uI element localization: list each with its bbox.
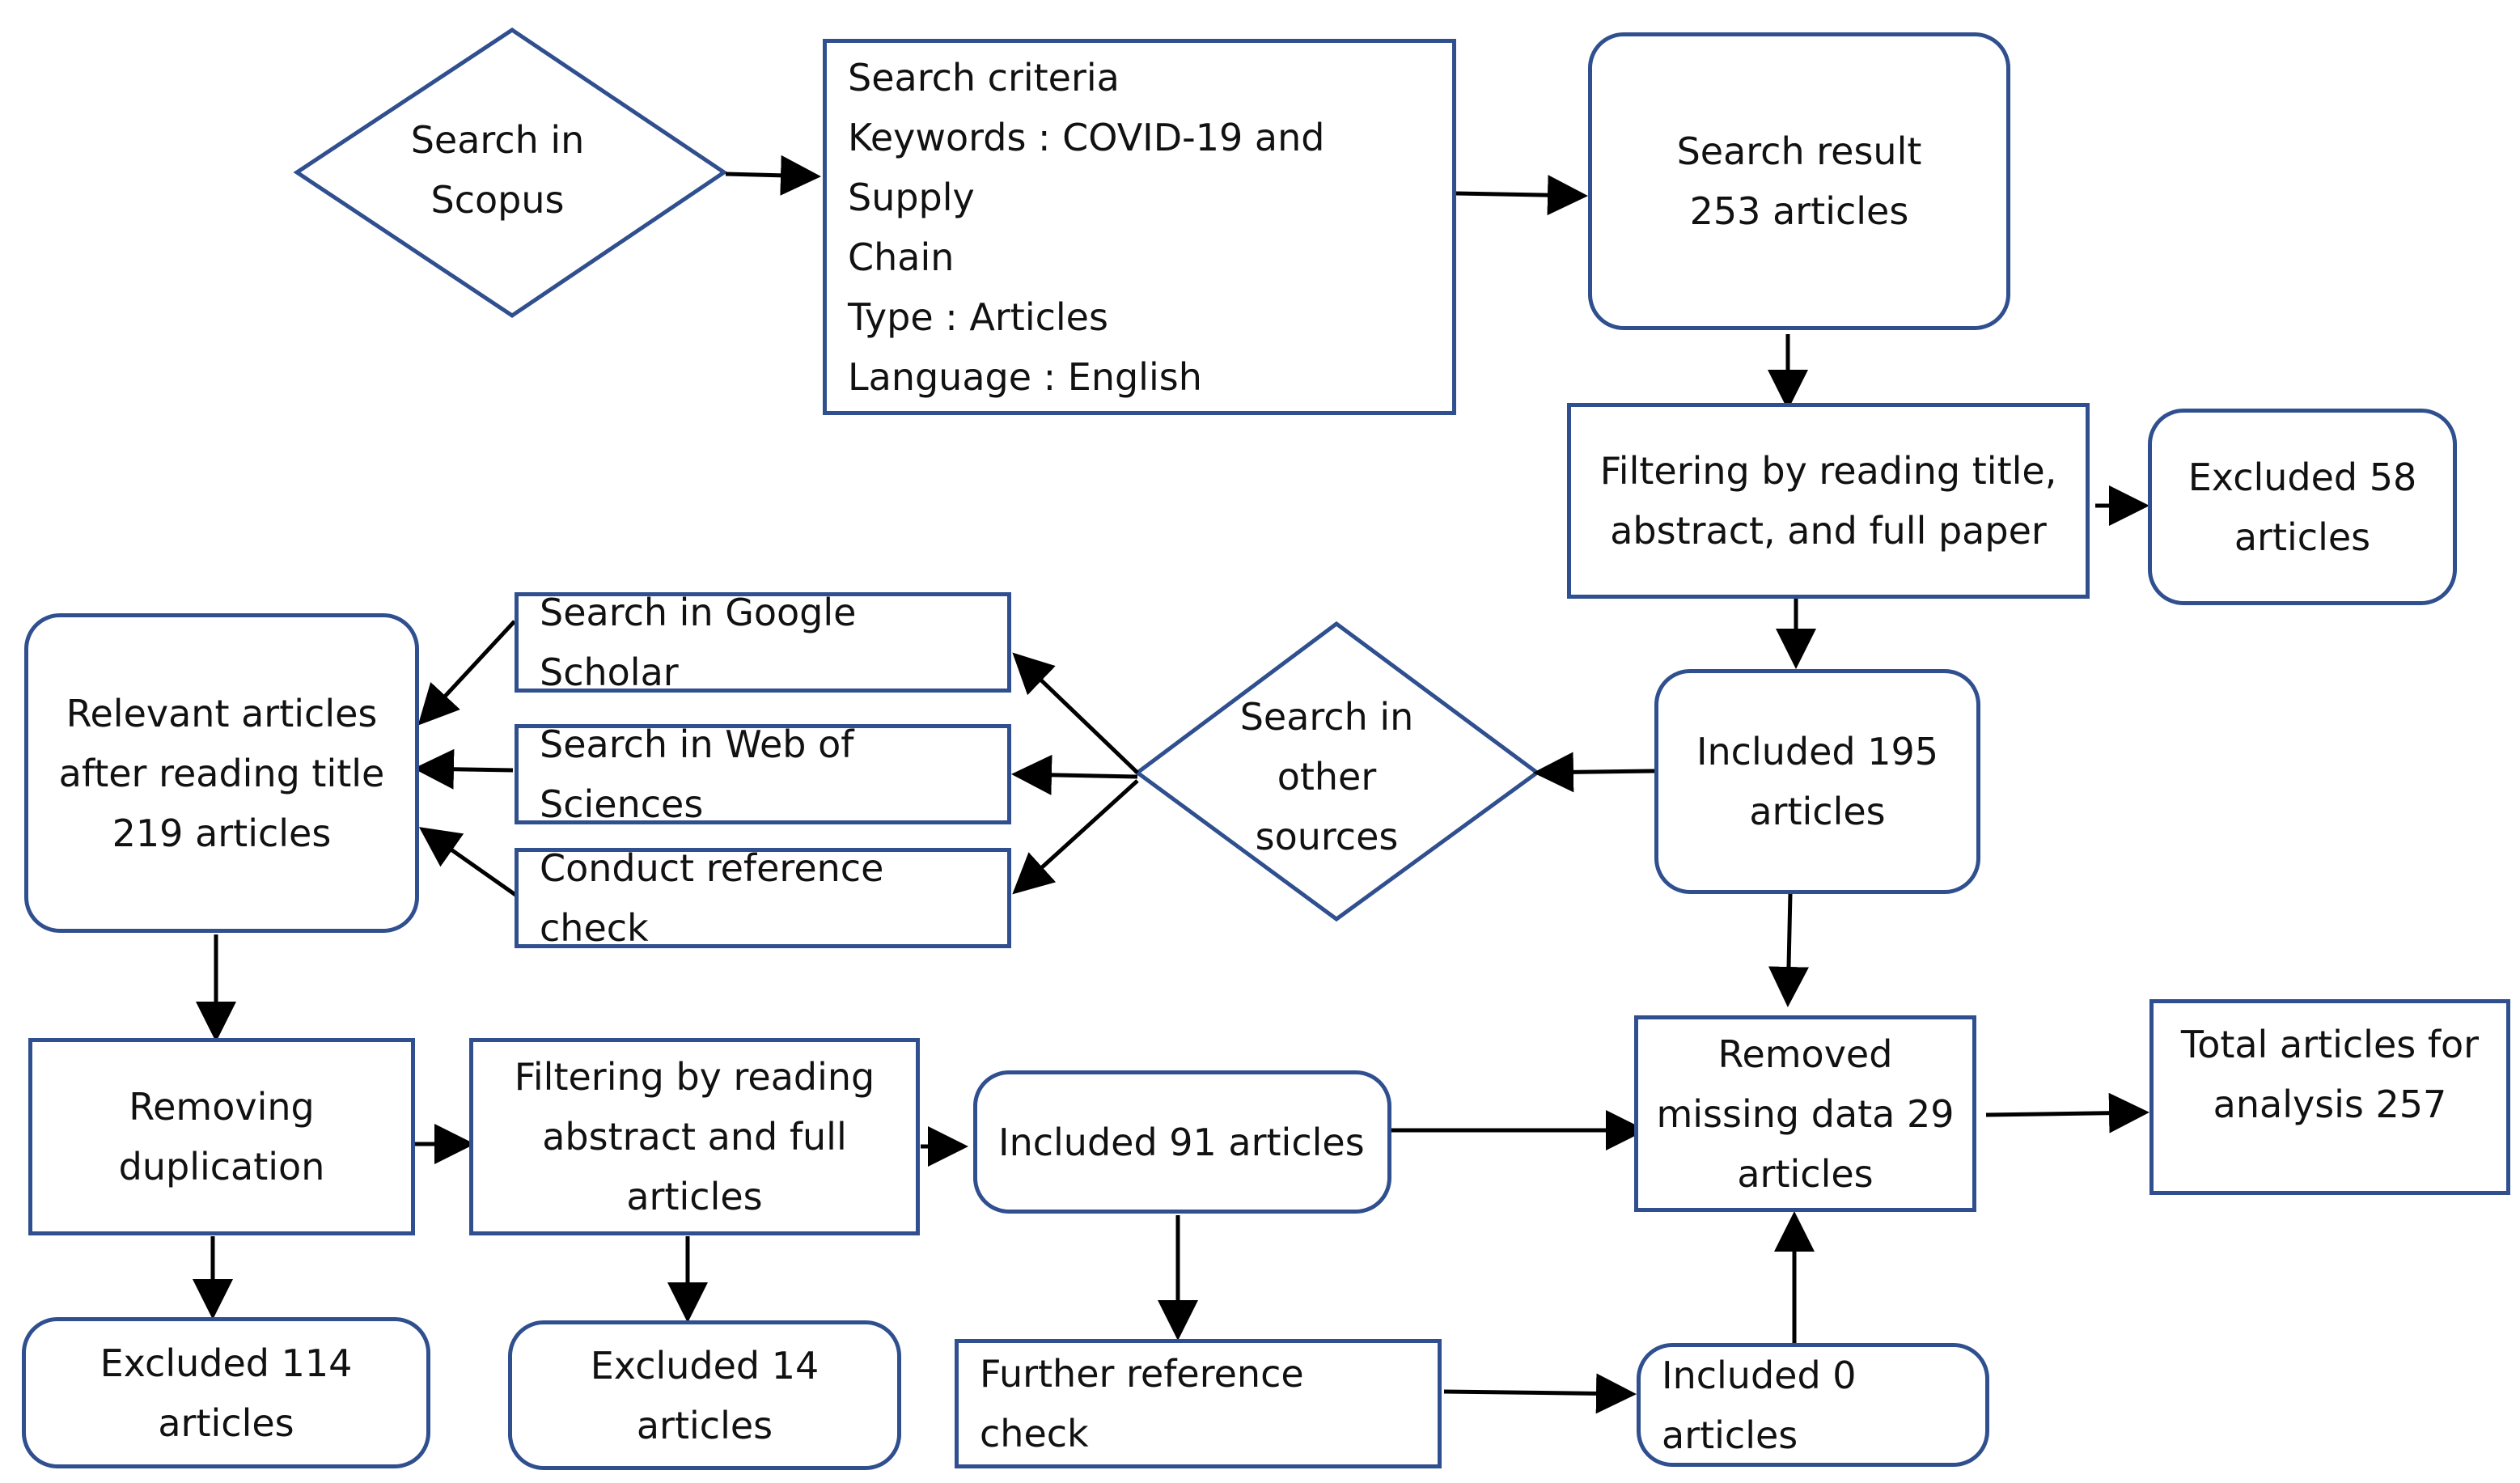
arrow-criteria-to-result	[1455, 175, 1588, 216]
diamond-search-other-sources	[1133, 621, 1541, 922]
total-articles-box: Total articles for analysis 257	[2149, 999, 2510, 1195]
arrow-wos-to-relevant	[413, 748, 514, 790]
arrow-refcheck-to-relevant	[418, 827, 519, 899]
search-scopus-label: Search in Scopus	[410, 118, 585, 222]
excluded-58-box: Excluded 58 articles	[2148, 409, 2457, 605]
criteria-line-4: Type : Articles	[848, 294, 1108, 339]
arrow-scopus-to-criteria	[725, 155, 821, 196]
included-91-box: Included 91 articles	[973, 1070, 1391, 1214]
removed-missing-data-box: Removed missing data 29 articles	[1634, 1015, 1976, 1212]
arrow-google-to-relevant	[417, 620, 516, 726]
search-other-sources-label: Search in other sources	[1239, 695, 1414, 858]
google-scholar-box: Search in Google Scholar	[515, 591, 1011, 694]
reference-check-box: Conduct reference check	[515, 846, 1011, 950]
web-of-sciences-box: Search in Web of Sciences	[515, 722, 1011, 826]
criteria-line-1: Search criteria	[848, 55, 1120, 100]
arrow-included195-to-removed	[1768, 892, 1809, 1007]
arrow-other-to-refcheck	[1012, 779, 1139, 895]
excluded-14-box: Excluded 14 articles	[508, 1320, 901, 1470]
excluded-114-box: Excluded 114 articles	[22, 1317, 430, 1468]
removing-duplication-box: Removing duplication	[28, 1038, 415, 1235]
criteria-line-3: Chain	[848, 235, 955, 279]
arrow-other-to-wos	[1011, 754, 1138, 795]
criteria-line-5: Language : English	[848, 354, 1202, 399]
search-result-box: Search result 253 articles	[1588, 32, 2010, 330]
arrow-removed-to-total	[1985, 1092, 2149, 1133]
arrow-other-to-google	[1012, 652, 1139, 774]
relevant-articles-box: Relevant articles after reading title 21…	[24, 613, 419, 933]
filtering-abstract-box: Filtering by reading abstract and full a…	[469, 1038, 920, 1235]
arrow-further-to-included0	[1443, 1373, 1637, 1414]
arrow-included195-to-other	[1533, 752, 1655, 793]
further-reference-check-box: Further reference check	[955, 1339, 1442, 1468]
criteria-line-2: Keywords : COVID-19 and Supply	[848, 115, 1325, 219]
included-195-box: Included 195 articles	[1654, 669, 1980, 894]
filtering-title-box: Filtering by reading title, abstract, an…	[1567, 403, 2090, 599]
diamond-search-scopus	[293, 27, 728, 319]
search-criteria-box: Search criteria Keywords : COVID-19 and …	[823, 39, 1456, 415]
included-0-box: Included 0 articles	[1637, 1343, 1989, 1467]
